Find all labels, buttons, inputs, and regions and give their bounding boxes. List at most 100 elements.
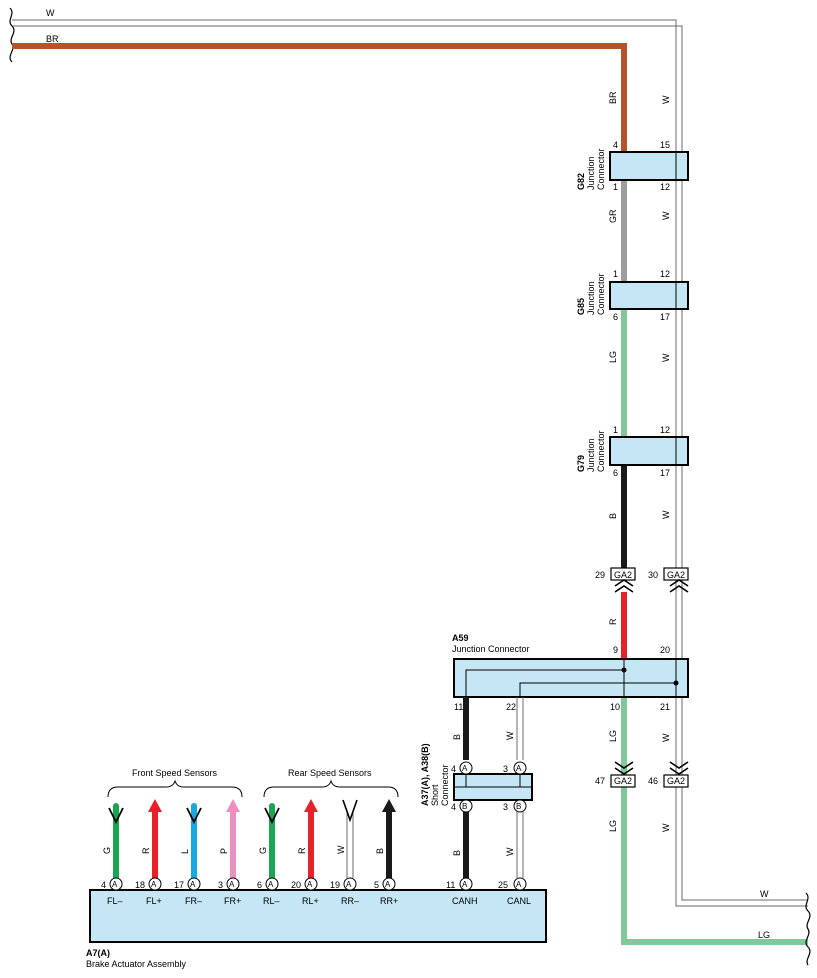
g79-pin-tl: 1 — [613, 425, 618, 435]
wire-label-canh-b2: B — [452, 850, 462, 856]
canl-label: CANL — [507, 896, 531, 906]
actuator-terminal-pin: 20 — [291, 880, 301, 890]
short-pin-t1: 4 — [451, 764, 456, 774]
wire-label-r: R — [608, 618, 618, 625]
short-pin-t2: 3 — [503, 764, 508, 774]
front-sensors-brace: Front Speed Sensors — [107, 768, 243, 798]
g79-pin-bl: 6 — [613, 468, 618, 478]
actuator-terminal-pin: 4 — [101, 880, 106, 890]
break-mark-right — [805, 892, 811, 966]
ga2-47-pin: 47 — [595, 776, 605, 786]
sensor-wire-color-label: W — [336, 845, 346, 854]
short-letter-t2: A — [516, 764, 522, 773]
sensor-wire-color-label: G — [258, 847, 268, 854]
sensor-wire-fr-plus: P — [219, 799, 240, 881]
sensor-wire-color-label: R — [141, 847, 151, 854]
terminal-canh: 11 A CANH — [446, 877, 478, 906]
wire-label-w-right2: W — [661, 211, 671, 220]
a59-pin-tr: 20 — [660, 645, 670, 655]
ga2-46-pin: 46 — [648, 776, 658, 786]
wire-lg-lower — [621, 697, 808, 945]
actuator-terminal-circle — [304, 877, 318, 891]
g79-name-2: Connector — [596, 430, 606, 472]
actuator-terminal-pin: 19 — [330, 880, 340, 890]
g82-name-2: Connector — [596, 148, 606, 190]
wire-br — [12, 43, 627, 152]
g79-pin-tr: 12 — [660, 425, 670, 435]
wire-label-gr: GR — [608, 209, 618, 223]
actuator-terminal: 19 A RR– — [330, 877, 359, 906]
wire-label-lg-bottom: LG — [758, 930, 770, 940]
g82-pin-bl: 1 — [613, 182, 618, 192]
wire-label-w-lower2: W — [661, 823, 671, 832]
actuator-terminal-label: RL+ — [302, 896, 319, 906]
connector-ga2-lower-right: 46 GA2 — [648, 761, 689, 788]
sensor-wire-color-label: B — [375, 848, 385, 854]
wire-label-w-right1: W — [661, 95, 671, 104]
actuator-name: Brake Actuator Assembly — [86, 959, 187, 969]
front-sensors-label: Front Speed Sensors — [132, 768, 218, 778]
actuator-terminal-circle — [382, 877, 396, 891]
short-name-2: Connector — [440, 764, 450, 806]
sensor-wire-fr-minus: L — [180, 803, 202, 881]
g82-code: G82 — [576, 173, 586, 190]
connector-g82: 4 15 1 12 G82 Junction Connector — [576, 140, 689, 192]
actuator-terminal-letter: A — [229, 880, 235, 889]
g82-pin-tr: 15 — [660, 140, 670, 150]
connector-g79: 1 12 6 17 G79 Junction Connector — [576, 425, 689, 478]
terminal-canl: 25 A CANL — [498, 877, 531, 906]
g85-pin-tr: 12 — [660, 269, 670, 279]
break-mark-left — [9, 7, 15, 63]
g85-pin-bl: 6 — [613, 312, 618, 322]
actuator-terminal-label: FL+ — [146, 896, 162, 906]
connector-short: A37(A), A38(B) Short Connector 4 A 3 A 4… — [420, 743, 533, 813]
g85-code: G85 — [576, 298, 586, 315]
wire-label-canh-b: B — [452, 734, 462, 740]
g85-name-2: Connector — [596, 273, 606, 315]
actuator-terminal-letter: A — [346, 880, 352, 889]
short-letter-t1: A — [462, 764, 468, 773]
sensor-wire-color-label: L — [180, 849, 190, 854]
wire-label-b: B — [608, 513, 618, 519]
actuator-terminal-circle — [187, 877, 201, 891]
brake-actuator: A7(A) Brake Actuator Assembly — [86, 889, 547, 969]
a59-code: A59 — [452, 633, 469, 643]
connector-g85: 1 12 6 17 G85 Junction Connector — [576, 269, 689, 322]
g79-name-1: Junction — [586, 438, 596, 472]
sensor-wire-color-label: R — [297, 847, 307, 854]
wire-label-lg-lower: LG — [608, 730, 618, 742]
ga2-30-label: GA2 — [667, 570, 685, 580]
sensor-wire-color-label: G — [102, 847, 112, 854]
g82-name-1: Junction — [586, 156, 596, 190]
rear-sensors-label: Rear Speed Sensors — [288, 768, 372, 778]
actuator-terminal-circle — [226, 877, 240, 891]
short-code: A37(A), A38(B) — [420, 743, 430, 806]
g79-pin-br: 17 — [660, 468, 670, 478]
a59-pin-bl1: 11 — [454, 702, 463, 712]
ga2-46-label: GA2 — [667, 776, 685, 786]
a59-pin-br2: 21 — [660, 702, 670, 712]
short-letter-b1: B — [462, 802, 467, 811]
actuator-terminal-label: FR– — [185, 896, 202, 906]
g82-pin-tl: 4 — [613, 140, 618, 150]
actuator-code: A7(A) — [86, 948, 110, 958]
ga2-29-label: GA2 — [614, 570, 632, 580]
g79-code: G79 — [576, 455, 586, 472]
actuator-terminal-label: RR– — [341, 896, 359, 906]
g82-pin-br: 12 — [660, 182, 670, 192]
g85-pin-tl: 1 — [613, 269, 618, 279]
actuator-terminal-circle — [265, 877, 279, 891]
canl-letter: A — [516, 880, 522, 889]
actuator-terminal-letter: A — [112, 880, 118, 889]
wire-label-canl-w2: W — [505, 847, 515, 856]
rear-sensors-brace: Rear Speed Sensors — [263, 768, 399, 798]
wire-label-w-top: W — [46, 8, 55, 18]
a59-pin-bl2: 22 — [506, 702, 516, 712]
actuator-terminal-label: RL– — [263, 896, 280, 906]
